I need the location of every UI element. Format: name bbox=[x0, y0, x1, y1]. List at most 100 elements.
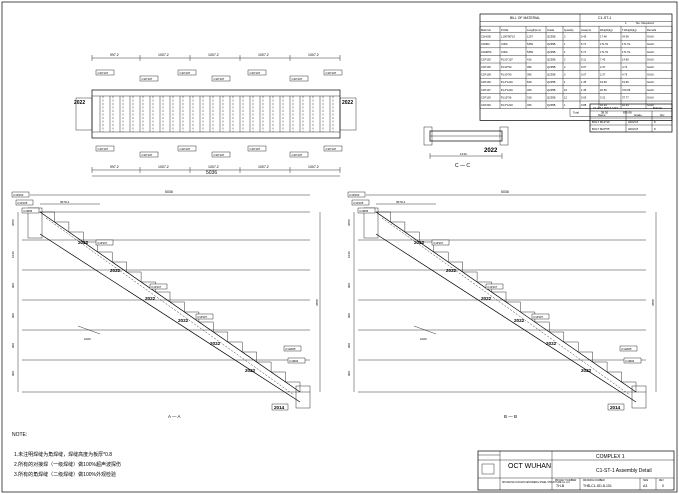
bom-cell: Q235B bbox=[547, 80, 556, 84]
bom-cell: 1257 bbox=[527, 35, 533, 39]
elev-mark: 2022 bbox=[546, 341, 557, 346]
plan-tag-top: C1P107 bbox=[292, 77, 303, 81]
elev-top-dim: 3679.4 bbox=[60, 200, 70, 204]
elev-step bbox=[404, 231, 420, 242]
elev-mark: 2022 bbox=[245, 368, 256, 373]
elev-step bbox=[242, 351, 257, 362]
bom-cell: 1 bbox=[564, 42, 566, 46]
bom-total-label: Total bbox=[573, 111, 579, 115]
elev-step bbox=[491, 291, 507, 302]
elev-tag-frame bbox=[11, 191, 30, 198]
bom-cell: Q235B bbox=[547, 73, 556, 77]
rev-label: REV bbox=[659, 480, 664, 482]
plan-tag-top: C1P107 bbox=[326, 71, 337, 75]
elev-tag-frame bbox=[95, 239, 114, 246]
elev-step bbox=[198, 321, 214, 332]
bom-cell: 2.37 bbox=[600, 65, 606, 69]
bom-cell: 7.43 bbox=[600, 57, 606, 61]
plan-tag-frame bbox=[177, 145, 197, 152]
elev-inline-dim-line bbox=[413, 325, 437, 335]
project-name: OCT WUHAN bbox=[508, 463, 551, 470]
plan-tag-top: C1P107 bbox=[180, 71, 191, 75]
drawing-no-label: DRAWING NUMBER bbox=[583, 479, 605, 482]
bom-cell: C1P105 bbox=[481, 57, 491, 61]
elev-vdim: 900 bbox=[347, 283, 351, 288]
elev-overall-dim: 5036 bbox=[165, 190, 173, 194]
bom-cell: 4.75 bbox=[622, 73, 628, 77]
bom-cell: 396 bbox=[527, 73, 532, 77]
bom-header: Quantity bbox=[564, 28, 574, 32]
size-label: SIZE bbox=[643, 480, 649, 482]
plan-tag-frame bbox=[177, 69, 197, 76]
plan-tag-frame bbox=[247, 145, 267, 152]
plan-tag-bottom: C1P107 bbox=[292, 153, 303, 157]
elev-tag: C1P105 bbox=[17, 201, 28, 205]
elev-step bbox=[621, 381, 637, 392]
plan-tag-top: C1P107 bbox=[98, 71, 109, 75]
elev-tag: C1M05 bbox=[23, 209, 32, 213]
elev-step bbox=[592, 361, 608, 372]
bom-cell: C1P107 bbox=[481, 88, 491, 92]
bom-cell: Q235B bbox=[547, 65, 556, 69]
note-line-3: 3.所有的角焊缝（二级焊缝）做100%外观检验 bbox=[14, 471, 116, 478]
elev-view-label: A — A bbox=[168, 414, 181, 419]
elev-overall-dim: 5036 bbox=[501, 190, 509, 194]
elev-bottom-plate bbox=[631, 385, 647, 409]
bom-header: Area(m²) bbox=[581, 28, 591, 32]
elev-right-dim: 3558 bbox=[651, 299, 655, 306]
plan-overall-dim: 5036 bbox=[206, 170, 217, 176]
bom-cell: 20.56 bbox=[600, 88, 607, 92]
elev-tag: C1P200 bbox=[13, 193, 24, 197]
bolt-title: C1-ST-1 BOLT LIST bbox=[593, 106, 618, 110]
bom-cell: 326 bbox=[527, 88, 532, 92]
bom-cell: L100*80*10 bbox=[501, 35, 516, 39]
bom-total-area: 38.30 bbox=[601, 111, 608, 115]
bom-cell: 1 bbox=[564, 50, 566, 54]
elev-tag: C1P107 bbox=[97, 241, 108, 245]
elev-step bbox=[68, 231, 84, 242]
elev-step bbox=[40, 211, 55, 222]
building-name: COMPLEX 1 bbox=[596, 454, 625, 460]
bom-cell: GALV. bbox=[647, 88, 655, 92]
elev-bottom-plate bbox=[295, 385, 311, 409]
bom-cell: 0.05 bbox=[581, 95, 587, 99]
company-name: SHANGHAI KAIXUAN FENGWENG STEEL STRUCTUR… bbox=[502, 481, 570, 484]
bom-header: Weight(kg) bbox=[600, 28, 613, 32]
bom-cell: 2 bbox=[564, 57, 566, 61]
elev-tag: C1P105 bbox=[353, 201, 364, 205]
bom-cell: 171.51 bbox=[600, 50, 609, 54]
bom-cell: C1P109 bbox=[481, 95, 491, 99]
bom-cell: PL4*1210 bbox=[501, 88, 513, 92]
bom-title: BILL OF MATERIAL bbox=[510, 16, 540, 20]
bom-cell: 1.35 bbox=[581, 88, 587, 92]
elev-stringer-hidden bbox=[381, 217, 631, 396]
bom-cell: Q235B bbox=[547, 42, 556, 46]
bolt-cell: 8 bbox=[654, 127, 656, 131]
bolt-header: Name bbox=[598, 113, 606, 117]
bom-cell: 19.66 bbox=[622, 80, 629, 84]
elev-inline-dim: 1000 bbox=[420, 337, 427, 341]
elev-tag-frame bbox=[149, 283, 168, 290]
plan-mark-left: 2022 bbox=[74, 100, 85, 106]
section-mark: 2022 bbox=[484, 148, 498, 154]
elev-tag-frame bbox=[15, 199, 34, 206]
elev-tag-frame bbox=[347, 191, 366, 198]
elev-tag: C1P107 bbox=[433, 241, 444, 245]
bolt-header: Grade bbox=[634, 113, 642, 117]
plan-mark-right: 2022 bbox=[342, 100, 353, 106]
plan-tag-top: C1P107 bbox=[142, 77, 153, 81]
bom-qty-required: 1 bbox=[625, 21, 627, 25]
elev-mark: 2022 bbox=[110, 268, 121, 273]
elev-step bbox=[607, 371, 622, 382]
bom-cell: 370.06 bbox=[622, 88, 631, 92]
plan-tag-frame bbox=[289, 75, 309, 82]
elev-vdim: 900 bbox=[11, 343, 15, 348]
plan-tag-frame bbox=[247, 69, 267, 76]
drawing-no: THB-C1-SD-8-101 bbox=[583, 484, 612, 488]
elev-step bbox=[563, 341, 579, 352]
elev-mark: 2022 bbox=[210, 341, 221, 346]
elev-step bbox=[534, 321, 550, 332]
drawing-title: C1-ST-1 Assembly Detail bbox=[596, 468, 652, 474]
bom-cell: GALV. bbox=[647, 50, 655, 54]
